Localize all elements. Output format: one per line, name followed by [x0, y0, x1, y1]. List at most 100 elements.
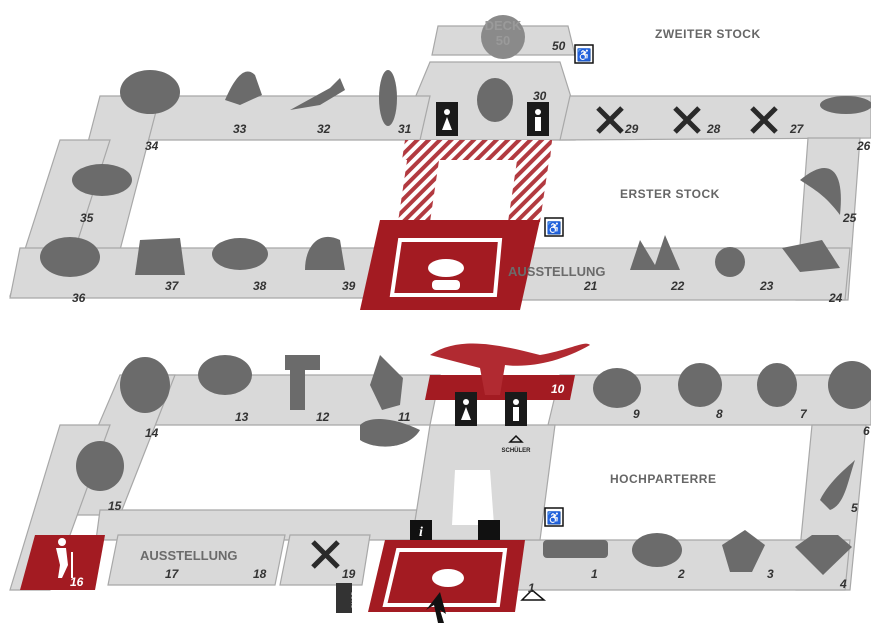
- elevator-icon-upper-1[interactable]: ♿: [574, 44, 594, 64]
- room-number: 16: [70, 575, 84, 589]
- sea-anemone-icon[interactable]: [630, 235, 680, 270]
- rock-layers-icon[interactable]: [543, 540, 608, 558]
- schueler-label: SCHÜLER: [501, 447, 531, 454]
- parrot-icon[interactable]: [379, 70, 397, 126]
- ground-exhibition-17-18: [107, 534, 286, 586]
- hatched-passage-top: [402, 140, 552, 160]
- room-number: 15: [108, 499, 122, 513]
- exhibition-label-lower: AUSSTELLUNG: [140, 548, 238, 563]
- pottery-icon[interactable]: [360, 418, 420, 447]
- snail-icon[interactable]: [715, 247, 745, 277]
- shop-bag-icon[interactable]: [336, 583, 352, 613]
- tools-icon-27[interactable]: [750, 106, 778, 134]
- room-number: 30: [533, 89, 547, 103]
- stag-beetle-icon[interactable]: [782, 240, 840, 272]
- coat-hanger-icon[interactable]: [520, 588, 547, 601]
- room-number: 23: [759, 279, 774, 293]
- room-number: 38: [253, 279, 267, 293]
- upper-top-corridor-right: [559, 95, 871, 141]
- gold-nugget-icon[interactable]: [632, 533, 682, 567]
- room-number: 35: [80, 211, 94, 225]
- emu-icon[interactable]: [477, 78, 513, 122]
- room-number: 14: [145, 426, 159, 440]
- room-number: 21: [583, 279, 598, 293]
- shark-icon[interactable]: [800, 167, 841, 215]
- room-number: 26: [856, 139, 871, 153]
- svg-text:♿: ♿: [547, 511, 562, 525]
- room-number: 33: [233, 122, 247, 136]
- elevator-icon-ground[interactable]: ♿: [544, 507, 564, 527]
- room-number: 3: [767, 567, 774, 581]
- room-number: 5: [851, 501, 858, 515]
- deck-circle: [481, 15, 525, 59]
- trilobite-icon[interactable]: [757, 363, 797, 407]
- deck-label: DECK: [485, 18, 522, 33]
- exhibition-label-upper: AUSSTELLUNG: [508, 264, 606, 279]
- meteor-icon[interactable]: [820, 460, 855, 510]
- room-number: 2: [677, 567, 685, 581]
- floor-label-erster-stock: ERSTER STOCK: [620, 187, 720, 201]
- room-number: 37: [165, 279, 180, 293]
- room-number: 27: [789, 122, 805, 136]
- room-number: 17: [165, 567, 180, 581]
- room-number: 25: [842, 211, 857, 225]
- ground-floor-plan: ♿ i SHOP 10: [9, 343, 871, 623]
- room-number: 28: [706, 122, 721, 136]
- shop-label: SHOP: [352, 591, 358, 608]
- ticket-icon[interactable]: [478, 520, 500, 540]
- info-icon[interactable]: [410, 520, 432, 540]
- fossil-fish-icon[interactable]: [593, 368, 641, 408]
- magpie-icon[interactable]: [290, 78, 345, 110]
- diamond-icon[interactable]: [795, 535, 852, 575]
- room-number: 1: [528, 581, 535, 595]
- floor-label-hochparterre: HOCHPARTERRE: [610, 472, 716, 486]
- room-number: 19: [342, 567, 356, 581]
- tools-icon-19[interactable]: [311, 540, 340, 569]
- skull-icon[interactable]: [120, 357, 170, 413]
- loom-icon[interactable]: [285, 355, 320, 410]
- ammonite-icon[interactable]: [678, 363, 722, 407]
- svg-text:♿: ♿: [547, 221, 562, 235]
- room-number: 36: [72, 291, 86, 305]
- room-number: 34: [145, 139, 159, 153]
- room-number: 7: [800, 407, 808, 421]
- ground-central-stairs: [452, 470, 494, 525]
- hatched-passage-left: [398, 140, 442, 222]
- skull-icon[interactable]: [76, 441, 124, 491]
- cafe-icon[interactable]: [389, 238, 503, 297]
- ground-room-19: [279, 534, 371, 586]
- room-number: 39: [342, 279, 356, 293]
- room-number: 1: [591, 567, 598, 581]
- moose-icon[interactable]: [135, 238, 185, 275]
- room-number: 10: [551, 382, 565, 396]
- rhino-icon[interactable]: [72, 164, 132, 196]
- dinosaur-skeleton-icon[interactable]: [430, 343, 590, 395]
- helmet-icon[interactable]: [198, 355, 252, 395]
- tools-icon-29[interactable]: [596, 106, 624, 134]
- room-number: 8: [716, 407, 723, 421]
- room-number: 24: [828, 291, 843, 305]
- elephant-icon[interactable]: [120, 70, 180, 114]
- fish-icon[interactable]: [820, 96, 871, 114]
- bear-icon[interactable]: [212, 238, 268, 270]
- elderly-icon[interactable]: [56, 538, 73, 578]
- monkey-icon[interactable]: [305, 236, 345, 270]
- entrance-cafe-icon: [382, 548, 508, 607]
- room-number: 12: [316, 410, 330, 424]
- crystal-icon[interactable]: [722, 530, 765, 572]
- coat-hanger-icon[interactable]: [508, 434, 524, 443]
- bison-icon[interactable]: [40, 237, 100, 277]
- room-number: 9: [633, 407, 640, 421]
- room-number: 22: [670, 279, 685, 293]
- floor-label-zweiter-stock: ZWEITER STOCK: [655, 27, 761, 41]
- entrance-arrow-icon: [426, 592, 446, 623]
- globe-icon[interactable]: [828, 361, 871, 409]
- svg-text:♿: ♿: [577, 48, 592, 62]
- room-number: 11: [398, 410, 411, 424]
- elevator-icon-upper-2[interactable]: ♿: [544, 217, 564, 237]
- tools-icon-28[interactable]: [673, 106, 701, 134]
- hand-axe-icon[interactable]: [370, 355, 403, 410]
- kangaroo-icon[interactable]: [225, 71, 262, 105]
- upper-floor-plan: ♿ ♿ 50 30 29 28 27 26 25 24 23: [9, 15, 871, 310]
